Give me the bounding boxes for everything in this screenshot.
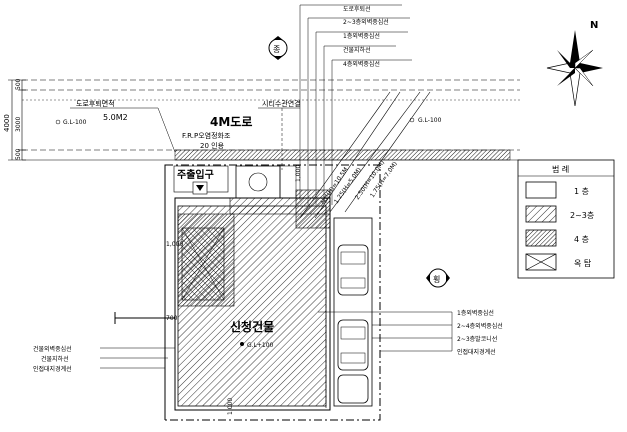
building-elevation: G.L+100 [247,342,274,349]
car-icon [337,319,369,371]
building-label[interactable]: 신청건물 [230,319,274,334]
building-benchmark-icon [240,342,244,346]
left-callout-2: 건물지하선 [41,355,69,363]
septic-tank [235,165,281,201]
right-callout-4: 인접대지경계선 [457,348,496,356]
benchmark-right-icon [409,117,415,123]
legend-swatch-blank [525,181,557,199]
dim-septic: 1,000 [295,165,302,182]
benchmark-left-icon [55,119,61,125]
left-callout-1: 건물외벽중심선 [33,345,72,353]
frp-label: F.R.P오염정화조 [182,131,231,140]
legend-title: 범 례 [552,164,569,174]
left-dimension: 4000 500 3000 500 [3,78,26,161]
road-setback-strip [174,149,511,161]
left-callouts: 건물외벽중심선 건물지하선 인접대지경계선 [33,312,175,373]
dim-mid: 3000 [15,117,22,132]
legend-label-4: 옥 탑 [574,259,592,268]
top-callouts: 도로후퇴선 2~3층외벽중심선 1층외벽중심선 건물지하선 4층외벽중심선 [299,4,412,205]
water-meter-label: 시티수관연결 [262,99,301,108]
road-area-value: 5.0M2 [103,113,128,122]
dim-setback-bottom: 1,000 [227,398,234,415]
car-icon [337,374,369,404]
legend-label-3: 4 층 [574,235,589,244]
marker-front-label: 종 [273,45,280,54]
entrance-label[interactable]: 주출입구 [177,168,214,181]
dim-total: 4000 [3,114,11,132]
top-callout-5: 4층외벽중심선 [343,60,380,68]
road-area-label: 도로후퇴면적 [76,99,115,108]
right-callouts: 1층외벽중심선 2~4층외벽중심선 2~3층발코니선 인접대지경계선 [318,309,503,356]
dim-bottom: 500 [15,148,22,160]
top-callout-3: 1층외벽중심선 [343,32,380,40]
right-callout-1: 1층외벽중심선 [457,309,494,317]
road-elevation-left: G.L-100 [63,119,87,126]
entrance-arrow-icon [196,185,204,191]
top-callout-1: 도로후퇴선 [343,5,371,13]
section-marker-front[interactable]: 종 [268,36,288,60]
road-name: 4M도로 [210,115,252,129]
top-callout-2: 2~3층외벽중심선 [343,18,389,26]
left-callout-3: 인접대지경계선 [33,365,72,373]
top-callout-4: 건물지하선 [343,46,371,54]
right-callout-3: 2~3층발코니선 [457,335,497,343]
legend: 범 례 1 층 2~3층 4 층 옥 탑 [517,159,615,279]
section-marker-side[interactable]: 횡 [426,268,450,288]
dim-top: 500 [15,78,22,90]
north-arrow-icon: N [546,20,603,107]
right-callout-2: 2~4층외벽중심선 [457,322,503,330]
road-lines [22,79,520,161]
legend-label-1: 1 층 [574,187,589,196]
dim-side: 1,000 [166,241,183,248]
legend-swatch-hatch [525,205,557,223]
legend-label-2: 2~3층 [570,211,594,220]
car-icon [337,244,369,296]
marker-side-label: 횡 [433,274,440,284]
road-elevation-right: G.L-100 [418,117,442,124]
legend-swatch-dense [525,229,557,247]
frp-capacity: 20 인용 [200,141,225,150]
north-label: N [590,20,598,31]
